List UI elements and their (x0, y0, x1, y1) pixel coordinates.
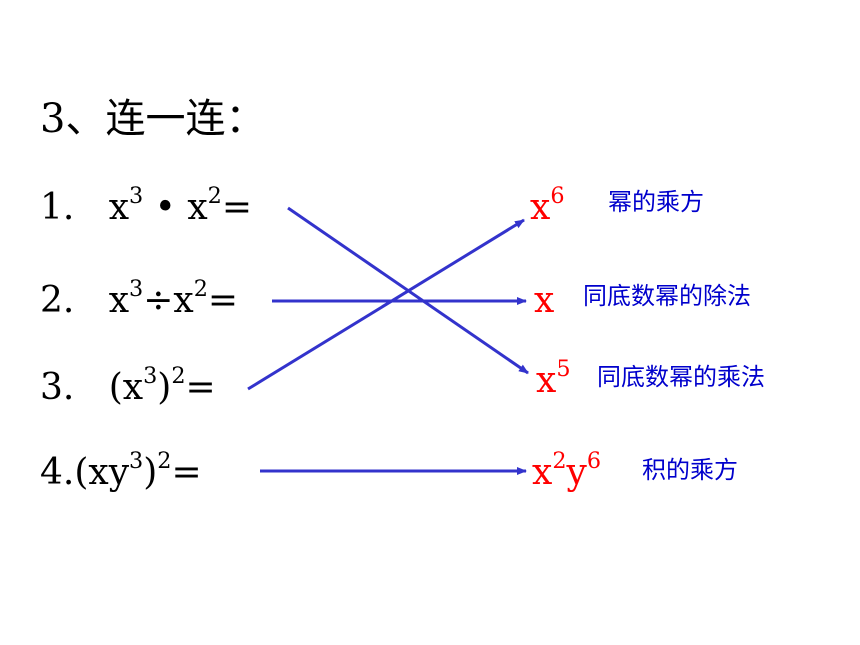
item-number: 4. (40, 452, 75, 493)
answer-x5[interactable]: x5 (536, 355, 571, 401)
multiply-dot-operator: • (154, 187, 176, 228)
rule-same-base-division: 同底数幂的除法 (583, 282, 751, 310)
rule-power-of-power: 幂的乘方 (608, 188, 704, 216)
left-expression-4[interactable]: 4.(xy3)2= (40, 447, 202, 493)
item-number: 1. (40, 187, 75, 228)
exercise-title: 3、连一连： (40, 96, 266, 142)
arrow-3-to-x6[interactable] (247, 218, 525, 391)
item-number: 3. (40, 367, 75, 408)
item-number: 2. (40, 280, 75, 321)
rule-same-base-multiplication: 同底数幂的乘法 (597, 363, 765, 391)
answer-x[interactable]: x (534, 280, 555, 321)
left-expression-2[interactable]: 2. x3÷x2= (40, 275, 239, 321)
rule-power-of-product: 积的乘方 (642, 456, 738, 484)
answer-x2y6[interactable]: x2y6 (532, 447, 602, 493)
divide-operator: ÷ (143, 280, 174, 321)
answer-x6[interactable]: x6 (530, 182, 565, 228)
left-expression-3[interactable]: 3. (x3)2= (40, 362, 216, 408)
left-expression-1[interactable]: 1. x3 • x2= (40, 182, 253, 228)
